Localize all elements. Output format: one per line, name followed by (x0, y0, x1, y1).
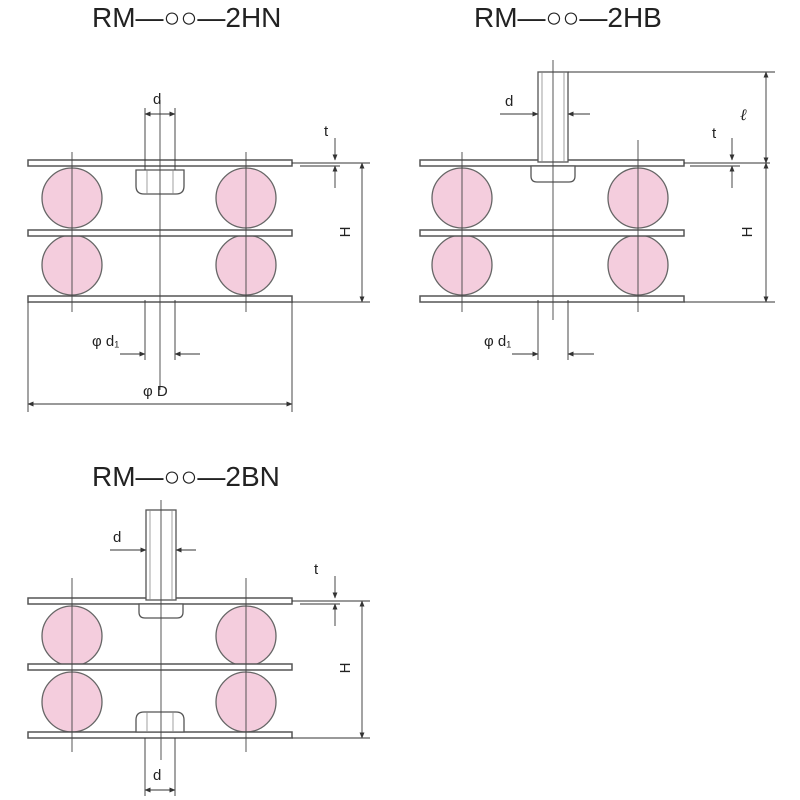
dim-d1-label: φ d₁ (484, 333, 511, 350)
view-2bn: RM—○○—2BN d (27, 461, 370, 796)
bottom-plate (27, 731, 293, 739)
view-title-2bn: RM—○○—2BN (92, 461, 280, 492)
dim-H-label: H (739, 227, 756, 238)
middle-plate (27, 663, 293, 671)
dim-H-label: H (337, 663, 354, 674)
dim-d-bottom-label: d (153, 767, 161, 784)
bottom-plate (419, 295, 685, 303)
dim-d-top-label: d (113, 529, 121, 546)
view-2hb: RM—○○—2HB d ℓ (419, 2, 775, 360)
ball-row-bottom-2hb (431, 234, 669, 296)
dim-H-label: H (337, 227, 354, 238)
ball-row-bottom-2hn (41, 234, 277, 296)
view-title-2hn: RM—○○—2HN (92, 2, 281, 33)
dim-t-label: t (324, 123, 329, 140)
dim-d1-label: φ d₁ (92, 333, 119, 350)
view-title-2hb: RM—○○—2HB (474, 2, 662, 33)
dim-t-label: t (314, 561, 319, 578)
nut (135, 711, 185, 733)
middle-plate (419, 229, 685, 237)
view-2hn: RM—○○—2HN d (27, 2, 370, 412)
dim-t-label: t (712, 125, 717, 142)
dim-d-label: d (505, 93, 513, 110)
dim-l-label: ℓ (740, 107, 747, 124)
dim-d-label: d (153, 91, 161, 108)
dim-D-label: φ D (143, 383, 168, 400)
